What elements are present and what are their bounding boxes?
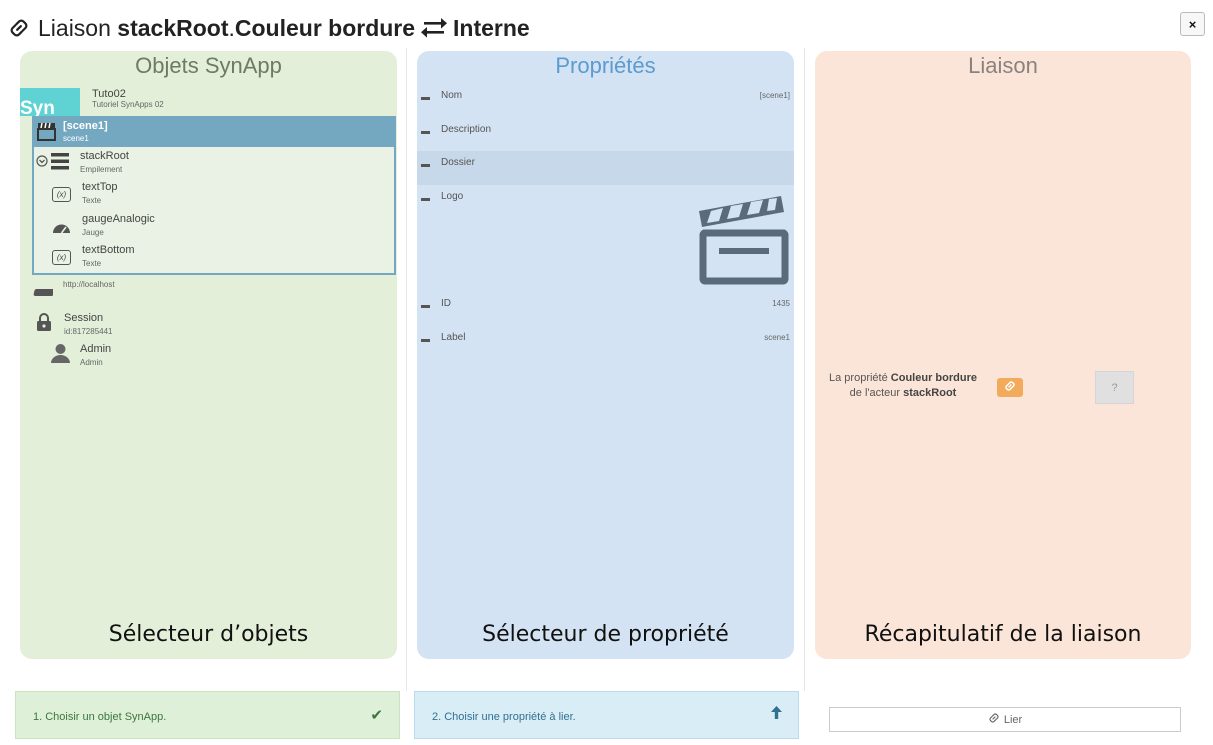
- tree-item-gaugeanalogic[interactable]: gaugeAnalogic Jauge: [52, 213, 352, 241]
- user-icon: [50, 343, 71, 368]
- server-url: http://localhost: [63, 280, 115, 289]
- title-target: stackRoot: [117, 14, 229, 41]
- stack-icon: [51, 153, 69, 175]
- property-row-dossier[interactable]: Dossier: [417, 151, 794, 185]
- tree-item-texttop[interactable]: (x) textTop Texte: [52, 181, 352, 209]
- objects-panel-title: Objets SynApp: [135, 53, 282, 78]
- arrow-up-icon: [771, 706, 782, 723]
- lock-icon: [37, 313, 51, 336]
- minus-icon: [421, 97, 430, 100]
- property-row-nom[interactable]: Nom [scene1]: [417, 84, 794, 118]
- summary-prefix: La propriété: [829, 372, 888, 384]
- property-row-label[interactable]: Label scene1: [417, 326, 794, 360]
- property-label: Description: [441, 124, 492, 135]
- minus-icon: [421, 131, 430, 134]
- title-prefix: Liaison: [38, 14, 111, 41]
- link-icon: [988, 712, 1000, 727]
- session-id: id:817285441: [64, 327, 113, 336]
- gauge-icon: [52, 221, 71, 239]
- minus-icon: [421, 339, 430, 342]
- tree-item-subtitle: Texte: [82, 196, 102, 205]
- properties-panel-caption: Sélecteur de propriété: [482, 622, 729, 647]
- tree-item-title: textBottom: [82, 244, 135, 256]
- summary-actor: stackRoot: [903, 387, 957, 399]
- app-node[interactable]: Tuto02 Tutoriel SynApps 02: [92, 88, 164, 109]
- property-value: [scene1]: [759, 91, 790, 100]
- tree-item-stackroot[interactable]: stackRoot Empilement: [36, 150, 336, 178]
- target-placeholder[interactable]: ?: [1095, 371, 1134, 404]
- properties-panel-title: Propriétés: [555, 53, 656, 78]
- tree-item-subtitle: Texte: [82, 259, 102, 268]
- session-title: Session: [64, 312, 104, 324]
- summary-mid: de l'acteur: [849, 387, 901, 399]
- divider: [406, 48, 407, 691]
- step-choose-object: 1. Choisir un objet SynApp. ✔: [15, 691, 400, 739]
- summary-property: Couleur bordure: [890, 372, 977, 384]
- step-label: 1. Choisir un objet SynApp.: [33, 711, 167, 723]
- property-label: Logo: [441, 191, 464, 202]
- exchange-icon: [421, 18, 448, 38]
- property-label: Nom: [441, 90, 463, 101]
- property-row-logo[interactable]: Logo: [417, 185, 794, 290]
- tree-item-title: stackRoot: [80, 150, 129, 162]
- variable-icon: (x): [52, 250, 71, 265]
- scene-title: [scene1]: [63, 120, 108, 132]
- minus-icon: [421, 164, 430, 167]
- app-title: Tuto02: [92, 88, 126, 100]
- scene-node[interactable]: [scene1] scene1: [34, 117, 395, 147]
- close-button[interactable]: ×: [1180, 12, 1205, 36]
- link-icon: [1004, 380, 1016, 395]
- liaison-panel: Liaison Récapitulatif de la liaison: [815, 51, 1191, 659]
- property-value: 1435: [772, 299, 790, 308]
- clapperboard-icon: [697, 193, 789, 290]
- variable-icon: (x): [52, 187, 71, 202]
- user-subtitle: Admin: [80, 358, 103, 367]
- title-property: Couleur bordure: [234, 14, 416, 41]
- property-value: scene1: [764, 333, 790, 342]
- chevron-down-icon[interactable]: [36, 154, 48, 172]
- property-row-id[interactable]: ID 1435: [417, 292, 794, 326]
- clapperboard-icon: [37, 121, 56, 146]
- link-button-label: Lier: [1003, 713, 1023, 726]
- check-icon: ✔: [370, 707, 383, 724]
- divider: [804, 48, 805, 691]
- minus-icon: [421, 198, 430, 201]
- session-node[interactable]: Session id:817285441: [35, 312, 335, 338]
- server-node[interactable]: http://localhost: [33, 280, 333, 296]
- property-label: ID: [441, 298, 451, 309]
- title-separator: .: [228, 14, 235, 41]
- dialog-title: Liaison stackRoot.Couleur bordure Intern…: [8, 12, 530, 44]
- tree-item-subtitle: Empilement: [80, 165, 123, 174]
- server-icon: [33, 284, 55, 302]
- objects-panel-caption: Sélecteur d’objets: [108, 622, 309, 647]
- step-choose-property: 2. Choisir une propriété à lier.: [414, 691, 799, 739]
- link-icon: [8, 17, 30, 39]
- tree-item-title: gaugeAnalogic: [82, 213, 155, 225]
- liaison-panel-caption: Récapitulatif de la liaison: [864, 622, 1142, 647]
- property-label: Label: [441, 332, 466, 343]
- property-label: Dossier: [441, 157, 475, 168]
- user-node[interactable]: Admin Admin: [50, 343, 350, 369]
- step-label: 2. Choisir une propriété à lier.: [432, 711, 576, 723]
- tree-item-subtitle: Jauge: [82, 228, 104, 237]
- tree-item-title: textTop: [82, 181, 118, 193]
- liaison-panel-title: Liaison: [968, 53, 1038, 78]
- property-row-description[interactable]: Description: [417, 118, 794, 152]
- tree-item-textbottom[interactable]: (x) textBottom Texte: [52, 244, 352, 272]
- scene-subtitle: scene1: [63, 134, 89, 143]
- minus-icon: [421, 305, 430, 308]
- app-subtitle: Tutoriel SynApps 02: [92, 100, 164, 109]
- link-type-badge[interactable]: [997, 378, 1023, 397]
- title-mode: Interne: [453, 14, 530, 41]
- user-title: Admin: [80, 343, 112, 355]
- liaison-summary: La propriété Couleur bordure de l'acteur…: [818, 371, 988, 401]
- link-button[interactable]: Lier: [829, 707, 1181, 732]
- synapp-logo: Syn: [20, 88, 80, 116]
